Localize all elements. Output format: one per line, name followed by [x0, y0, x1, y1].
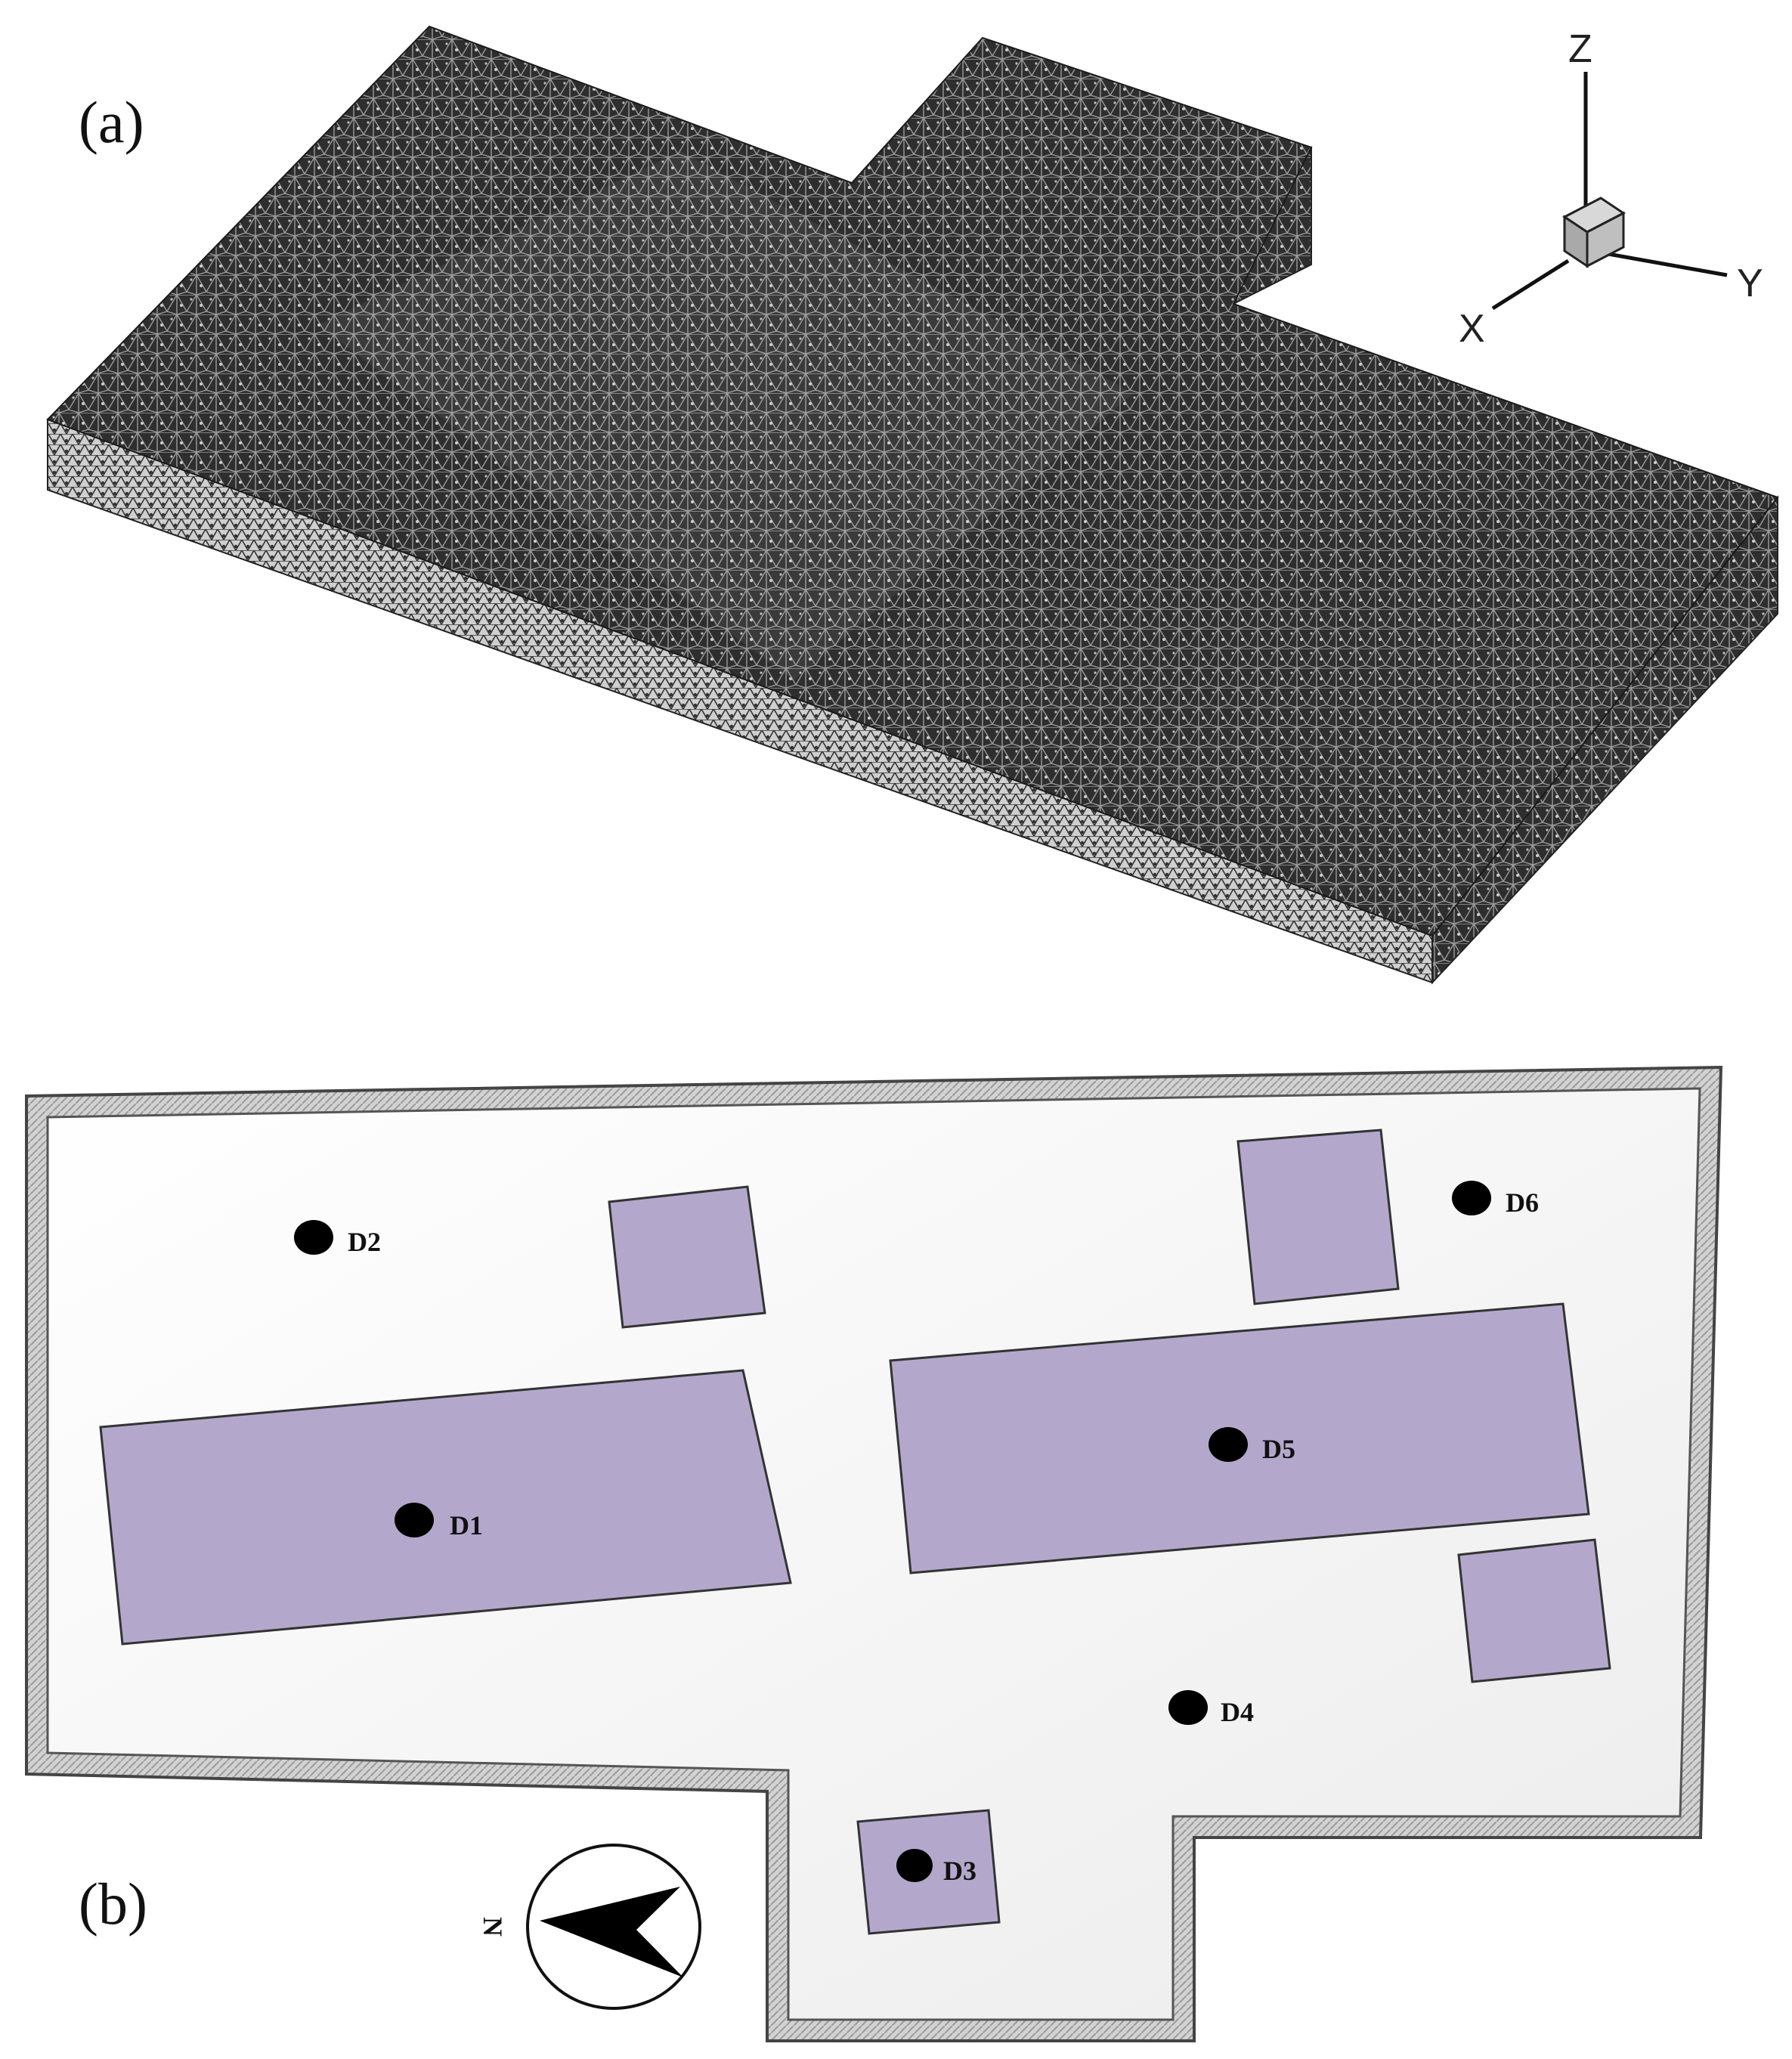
- panel-a-mesh-view: (a) Z Y X: [46, 25, 1779, 985]
- detector-label: D6: [1506, 1187, 1539, 1218]
- site-floor: [46, 1087, 1701, 2021]
- detector-label: D2: [348, 1227, 381, 1257]
- north-compass-icon: N: [478, 1844, 701, 2010]
- detector-d4: D4: [1168, 1690, 1254, 1727]
- x-axis-line: [1491, 259, 1570, 311]
- z-axis-label: Z: [1568, 27, 1592, 71]
- detector-label: D5: [1262, 1434, 1295, 1464]
- axis-triad: Z Y X: [1459, 27, 1763, 351]
- panel-b-label: (b): [79, 1871, 147, 1937]
- y-axis-line: [1608, 252, 1728, 277]
- detectors: D1 D2 D3 D4 D5 D6: [294, 1181, 1539, 1886]
- obstacle-small-north-west: [608, 1185, 766, 1329]
- obstacle-large-west: [99, 1369, 792, 1646]
- x-axis-label: X: [1459, 307, 1485, 351]
- detector-d1: D1: [395, 1503, 483, 1540]
- obstacle-small-north-east: [1236, 1129, 1400, 1305]
- mesh-slab: [46, 25, 1779, 985]
- detector-d2: D2: [294, 1220, 381, 1257]
- mesh-slab-top: [46, 25, 1779, 937]
- detector-d6: D6: [1452, 1181, 1539, 1218]
- detector-d3: D3: [896, 1849, 976, 1886]
- detector-label: D3: [943, 1856, 976, 1886]
- detector-label: D1: [450, 1510, 483, 1540]
- obstacle-small-east: [1457, 1538, 1611, 1683]
- axis-cube-icon: [1562, 197, 1626, 268]
- detector-d5: D5: [1209, 1427, 1295, 1464]
- compass-north-label: N: [478, 1917, 508, 1937]
- panel-a-label: (a): [79, 89, 144, 155]
- compass-arrow-icon: [540, 1887, 683, 1977]
- y-axis-label: Y: [1737, 262, 1763, 305]
- detector-label: D4: [1221, 1697, 1254, 1727]
- mesh-slab-highlight: [317, 151, 1134, 680]
- panel-b-plan-view: D1 D2 D3 D4 D5 D6: [25, 1065, 1723, 2042]
